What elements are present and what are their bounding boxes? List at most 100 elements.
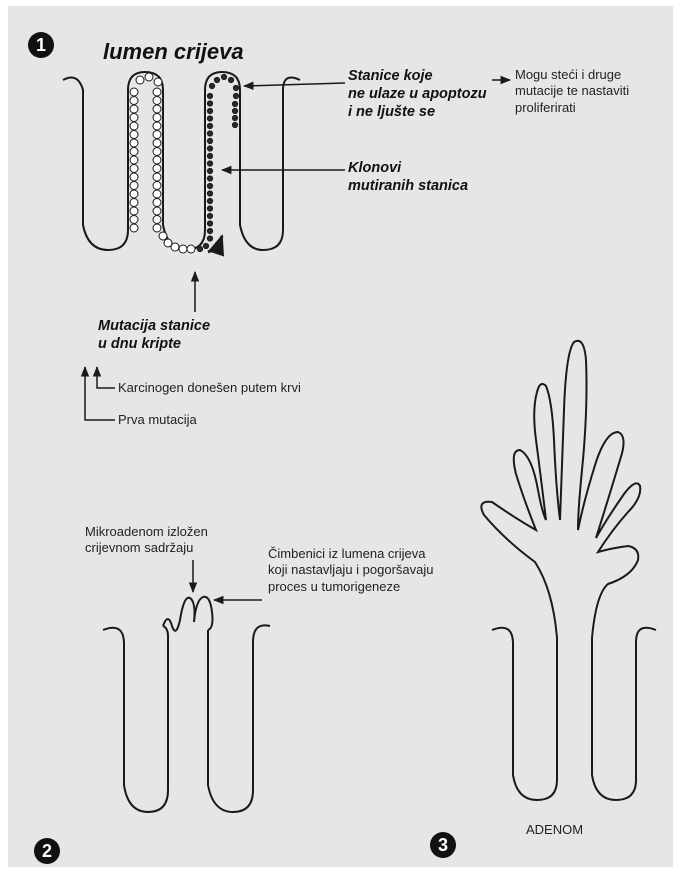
- normal-cell: [130, 216, 138, 224]
- crypt-outline-panel1: [63, 72, 300, 250]
- normal-cell: [130, 190, 138, 198]
- mutated-cell: [207, 93, 212, 98]
- normal-cell: [153, 165, 161, 173]
- normal-cell: [153, 131, 161, 139]
- normal-cell: [153, 139, 161, 147]
- normal-cell: [154, 78, 162, 86]
- mutated-cell: [207, 116, 212, 121]
- normal-cell: [153, 224, 161, 232]
- mutated-cell: [232, 115, 237, 120]
- label-further-mutations: Mogu steći i druge mutacije te nastaviti…: [515, 67, 629, 116]
- normal-cell: [153, 88, 161, 96]
- label-non-apoptotic-cells: Stanice koje ne ulaze u apoptozu i ne lj…: [348, 67, 487, 121]
- normal-cell: [130, 207, 138, 215]
- mutated-cell: [207, 123, 212, 128]
- label-first-mutation: Prva mutacija: [118, 412, 197, 428]
- normal-cell: [130, 88, 138, 96]
- normal-cell: [130, 131, 138, 139]
- normal-cell: [130, 224, 138, 232]
- normal-cell: [153, 114, 161, 122]
- mutated-cells: [197, 74, 238, 251]
- normal-cell: [153, 148, 161, 156]
- mutated-cell: [197, 246, 202, 251]
- normal-cell: [153, 216, 161, 224]
- adenoma-shape: [481, 341, 640, 638]
- mutated-cell: [233, 93, 238, 98]
- mutated-cell: [203, 243, 208, 248]
- mutated-cell: [207, 191, 212, 196]
- mutated-cell: [207, 146, 212, 151]
- normal-cell: [153, 105, 161, 113]
- normal-cell: [130, 199, 138, 207]
- normal-cell: [153, 190, 161, 198]
- crypt-outline-panel3-right: [592, 628, 656, 800]
- normal-cell: [153, 182, 161, 190]
- normal-cell: [187, 245, 195, 253]
- mutated-cell: [232, 122, 237, 127]
- arrow-first-mutation: [85, 367, 115, 420]
- label-lumen-factors: Čimbenici iz lumena crijeva koji nastavl…: [268, 546, 433, 595]
- label-mutant-clones: Klonovi mutiranih stanica: [348, 159, 468, 195]
- panel1-number-badge: 1: [28, 32, 54, 58]
- normal-cell: [179, 245, 187, 253]
- normal-cell: [145, 73, 153, 81]
- mutated-cell: [232, 108, 237, 113]
- arrow-carcinogen: [97, 367, 115, 388]
- normal-cell: [130, 105, 138, 113]
- panel3-number-badge: 3: [430, 832, 456, 858]
- mutated-cell: [214, 77, 219, 82]
- normal-cell: [130, 97, 138, 105]
- mutated-cell: [209, 83, 214, 88]
- mutated-cell: [207, 221, 212, 226]
- lumen-title: lumen crijeva: [103, 38, 244, 66]
- microadenoma: [163, 597, 213, 631]
- arrow-non-apoptotic: [244, 83, 345, 86]
- normal-cell: [130, 148, 138, 156]
- mutated-cell: [207, 198, 212, 203]
- mutated-cell: [207, 101, 212, 106]
- normal-cell: [153, 97, 161, 105]
- normal-cell: [130, 139, 138, 147]
- mutated-cell: [207, 161, 212, 166]
- normal-cell: [153, 173, 161, 181]
- normal-cell: [153, 207, 161, 215]
- mutated-cell: [233, 85, 238, 90]
- mutated-cell: [207, 176, 212, 181]
- normal-cell: [130, 122, 138, 130]
- adenoma-outline: [484, 428, 557, 639]
- normal-cell: [153, 199, 161, 207]
- label-crypt-base-mutation: Mutacija stanice u dnu kripte: [98, 317, 210, 353]
- mutated-cell: [207, 131, 212, 136]
- label-adenoma: ADENOM: [526, 822, 583, 838]
- label-carcinogen: Karcinogen donešen putem krvi: [118, 380, 301, 396]
- mutated-cell: [207, 206, 212, 211]
- mutated-cell: [207, 183, 212, 188]
- mutated-cell: [228, 77, 233, 82]
- mutated-cell: [207, 228, 212, 233]
- mutated-cell: [207, 108, 212, 113]
- normal-cell: [130, 182, 138, 190]
- normal-cell: [171, 243, 179, 251]
- normal-cell: [130, 114, 138, 122]
- mutated-cell: [207, 168, 212, 173]
- normal-cell: [136, 76, 144, 84]
- normal-cell: [153, 122, 161, 130]
- crypt-outline-panel2: [103, 626, 168, 812]
- panel2-number-badge: 2: [34, 838, 60, 864]
- mutated-cell: [232, 101, 237, 106]
- mutated-cell: [207, 213, 212, 218]
- crypt-outline-panel2-right: [208, 625, 270, 812]
- mutated-cell: [221, 74, 226, 79]
- normal-cell: [130, 173, 138, 181]
- normal-cell: [159, 232, 167, 240]
- mutated-cell: [207, 153, 212, 158]
- normal-cell: [153, 156, 161, 164]
- mutated-cell: [207, 236, 212, 241]
- mutated-cell: [207, 138, 212, 143]
- label-microadenoma: Mikroadenom izložen crijevnom sadržaju: [85, 524, 208, 557]
- normal-cell: [130, 165, 138, 173]
- normal-cell: [130, 156, 138, 164]
- crypt-outline-panel3: [492, 628, 557, 800]
